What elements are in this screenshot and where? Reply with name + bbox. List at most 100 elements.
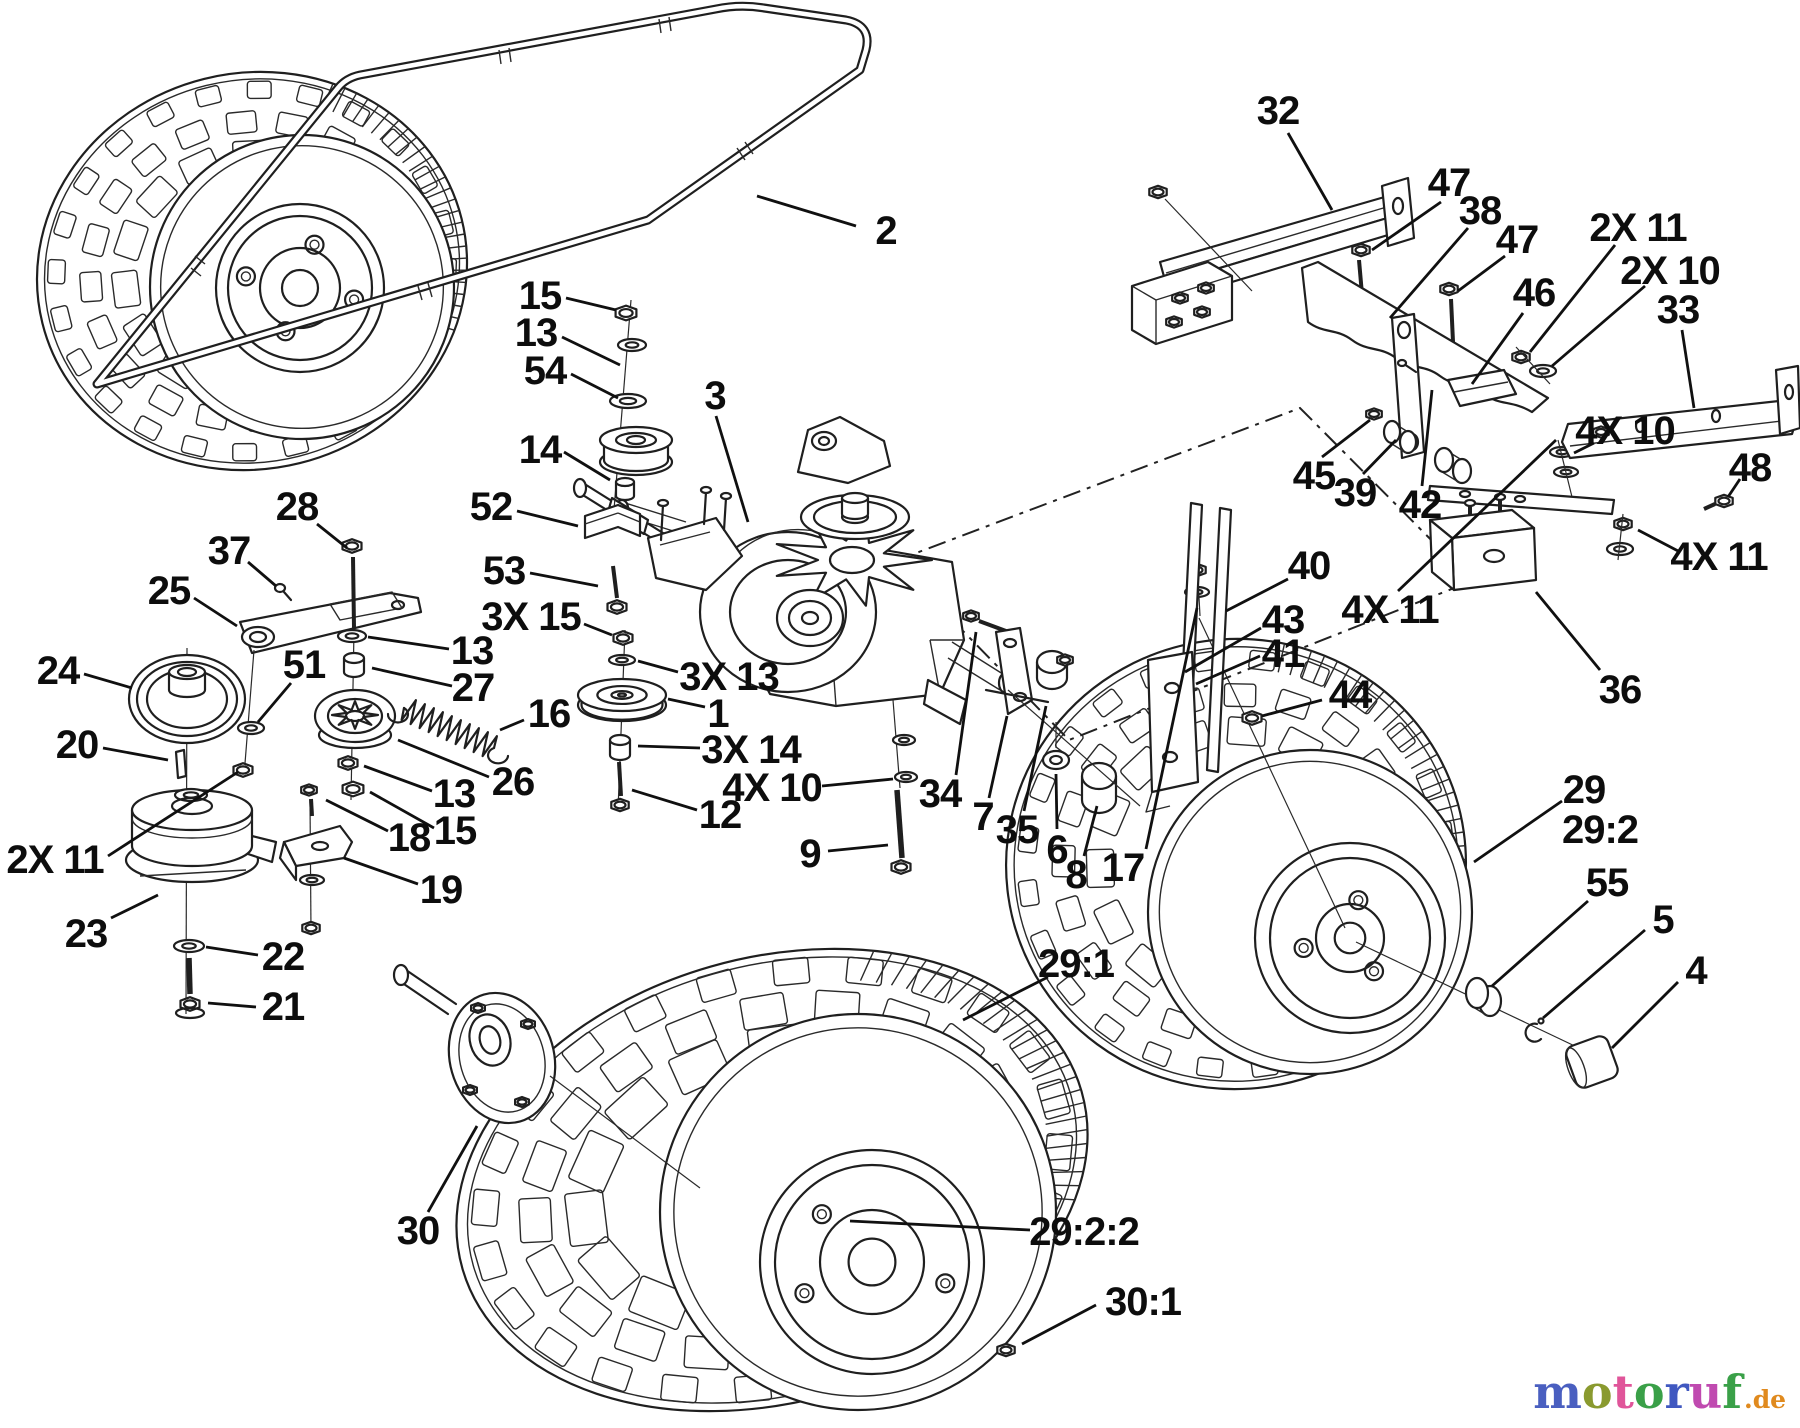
leader-line-53 [529,571,599,588]
leader-line-9 [827,843,889,853]
leader-line-4X-11 [1397,438,1557,593]
callout-29-1: 29:1 [1038,942,1115,986]
watermark-suffix: .de [1744,1385,1786,1414]
callout-8: 8 [1065,853,1087,897]
leader-line-19 [343,856,419,886]
callout-37: 37 [208,529,251,573]
leader-line-30 [426,1125,479,1213]
hub-cap-4 [1564,1035,1619,1089]
leader-line-2X-11 [1528,244,1617,353]
leader-line-28 [316,522,348,550]
idler-arm-assembly [238,538,423,801]
leader-line-4X-11 [1637,528,1681,554]
tow-handle [92,1,872,389]
clutch-23 [124,787,278,1020]
spring-16 [386,699,510,765]
leader-line-43 [1184,626,1262,674]
callout-4X-10: 4X 10 [1575,409,1675,453]
upper-idler-stack [583,299,674,615]
leader-line-6 [1054,773,1059,830]
leader-line-47 [1457,254,1506,293]
callout-7: 7 [972,795,993,839]
leader-line-8 [1082,805,1099,857]
callout-44: 44 [1329,673,1373,717]
callout-1: 1 [707,692,729,736]
leader-line-46 [1470,312,1525,385]
callout-30-1: 30:1 [1105,1280,1182,1324]
leader-line-35 [1022,705,1048,812]
callout-13: 13 [515,311,558,355]
leader-line-21 [207,1001,257,1009]
leader-line-38 [1388,227,1470,319]
callout-55: 55 [1586,861,1629,905]
leader-line-13 [363,764,433,793]
screw-37 [273,582,293,602]
leader-line-1 [667,697,706,709]
callout-33: 33 [1657,288,1700,332]
mount-brackets-upper [1130,176,1800,592]
callout-3X-15: 3X 15 [481,595,581,639]
callout-2: 2 [875,209,896,253]
callout-51: 51 [283,643,326,687]
callout-40: 40 [1288,544,1331,588]
wheel-bottom [455,947,1089,1413]
callout-47: 47 [1428,161,1471,205]
callout-13: 13 [433,772,476,816]
callout-29-2: 29:2 [1562,808,1638,852]
axle-hardware-right [1355,941,1619,1089]
leader-lines [83,132,1742,1346]
leader-line-7 [987,715,1009,799]
callout-30: 30 [397,1209,440,1253]
lower-idler-stack [576,629,668,813]
leader-line-29-1 [962,975,1049,1022]
callout-38: 38 [1459,189,1502,233]
leader-line-40 [1225,577,1289,613]
callout-32: 32 [1257,89,1300,133]
callout-4: 4 [1685,949,1708,993]
callout-26: 26 [492,760,535,804]
leader-line-26 [397,738,490,779]
callout-15: 15 [434,809,477,853]
callout-13: 13 [451,629,494,673]
callout-41: 41 [1262,632,1305,676]
callout-4X-11: 4X 11 [1341,588,1439,632]
leader-line-44 [1261,698,1323,718]
leader-line-15 [369,790,435,830]
leader-line-2X-10 [1551,284,1646,368]
leader-line-27 [371,666,453,688]
leader-line-55 [1491,899,1589,988]
leader-line-4 [1611,981,1679,1049]
callout-3X-13: 3X 13 [679,655,779,699]
leader-line-51 [256,682,293,723]
watermark-suffix-text: .de [1744,1385,1786,1414]
leader-line-41 [1195,654,1261,686]
callout-24: 24 [37,649,81,693]
leader-line-23 [110,893,159,920]
leader-line-2 [756,194,857,228]
leader-line-37 [247,560,277,588]
callout-39: 39 [1334,471,1377,515]
callout-48: 48 [1729,446,1772,490]
leader-line-48 [1726,478,1742,498]
callout-53: 53 [483,549,526,593]
watermark-logo: motoruf [1533,1365,1745,1419]
hub-assembly-30 [392,963,1016,1358]
leader-line-14 [563,450,611,482]
callout-9: 9 [799,832,820,876]
leader-line-12 [631,788,698,812]
leader-line-16 [499,718,525,732]
callout-17: 17 [1102,846,1145,890]
leader-line-30-1 [1021,1303,1097,1346]
leader-line-47 [1371,200,1442,252]
callout-35: 35 [996,808,1039,852]
callout-34: 34 [919,772,963,816]
leader-line-45 [1321,418,1371,459]
callout-2X-11: 2X 11 [1589,206,1687,250]
wheel-rear-left [35,70,469,472]
leader-line-42 [1420,389,1434,487]
callout-18: 18 [388,816,431,860]
callout-29-2-2: 29:2:2 [1029,1210,1139,1254]
leader-line-13 [561,335,621,367]
leader-line-54 [570,372,619,400]
